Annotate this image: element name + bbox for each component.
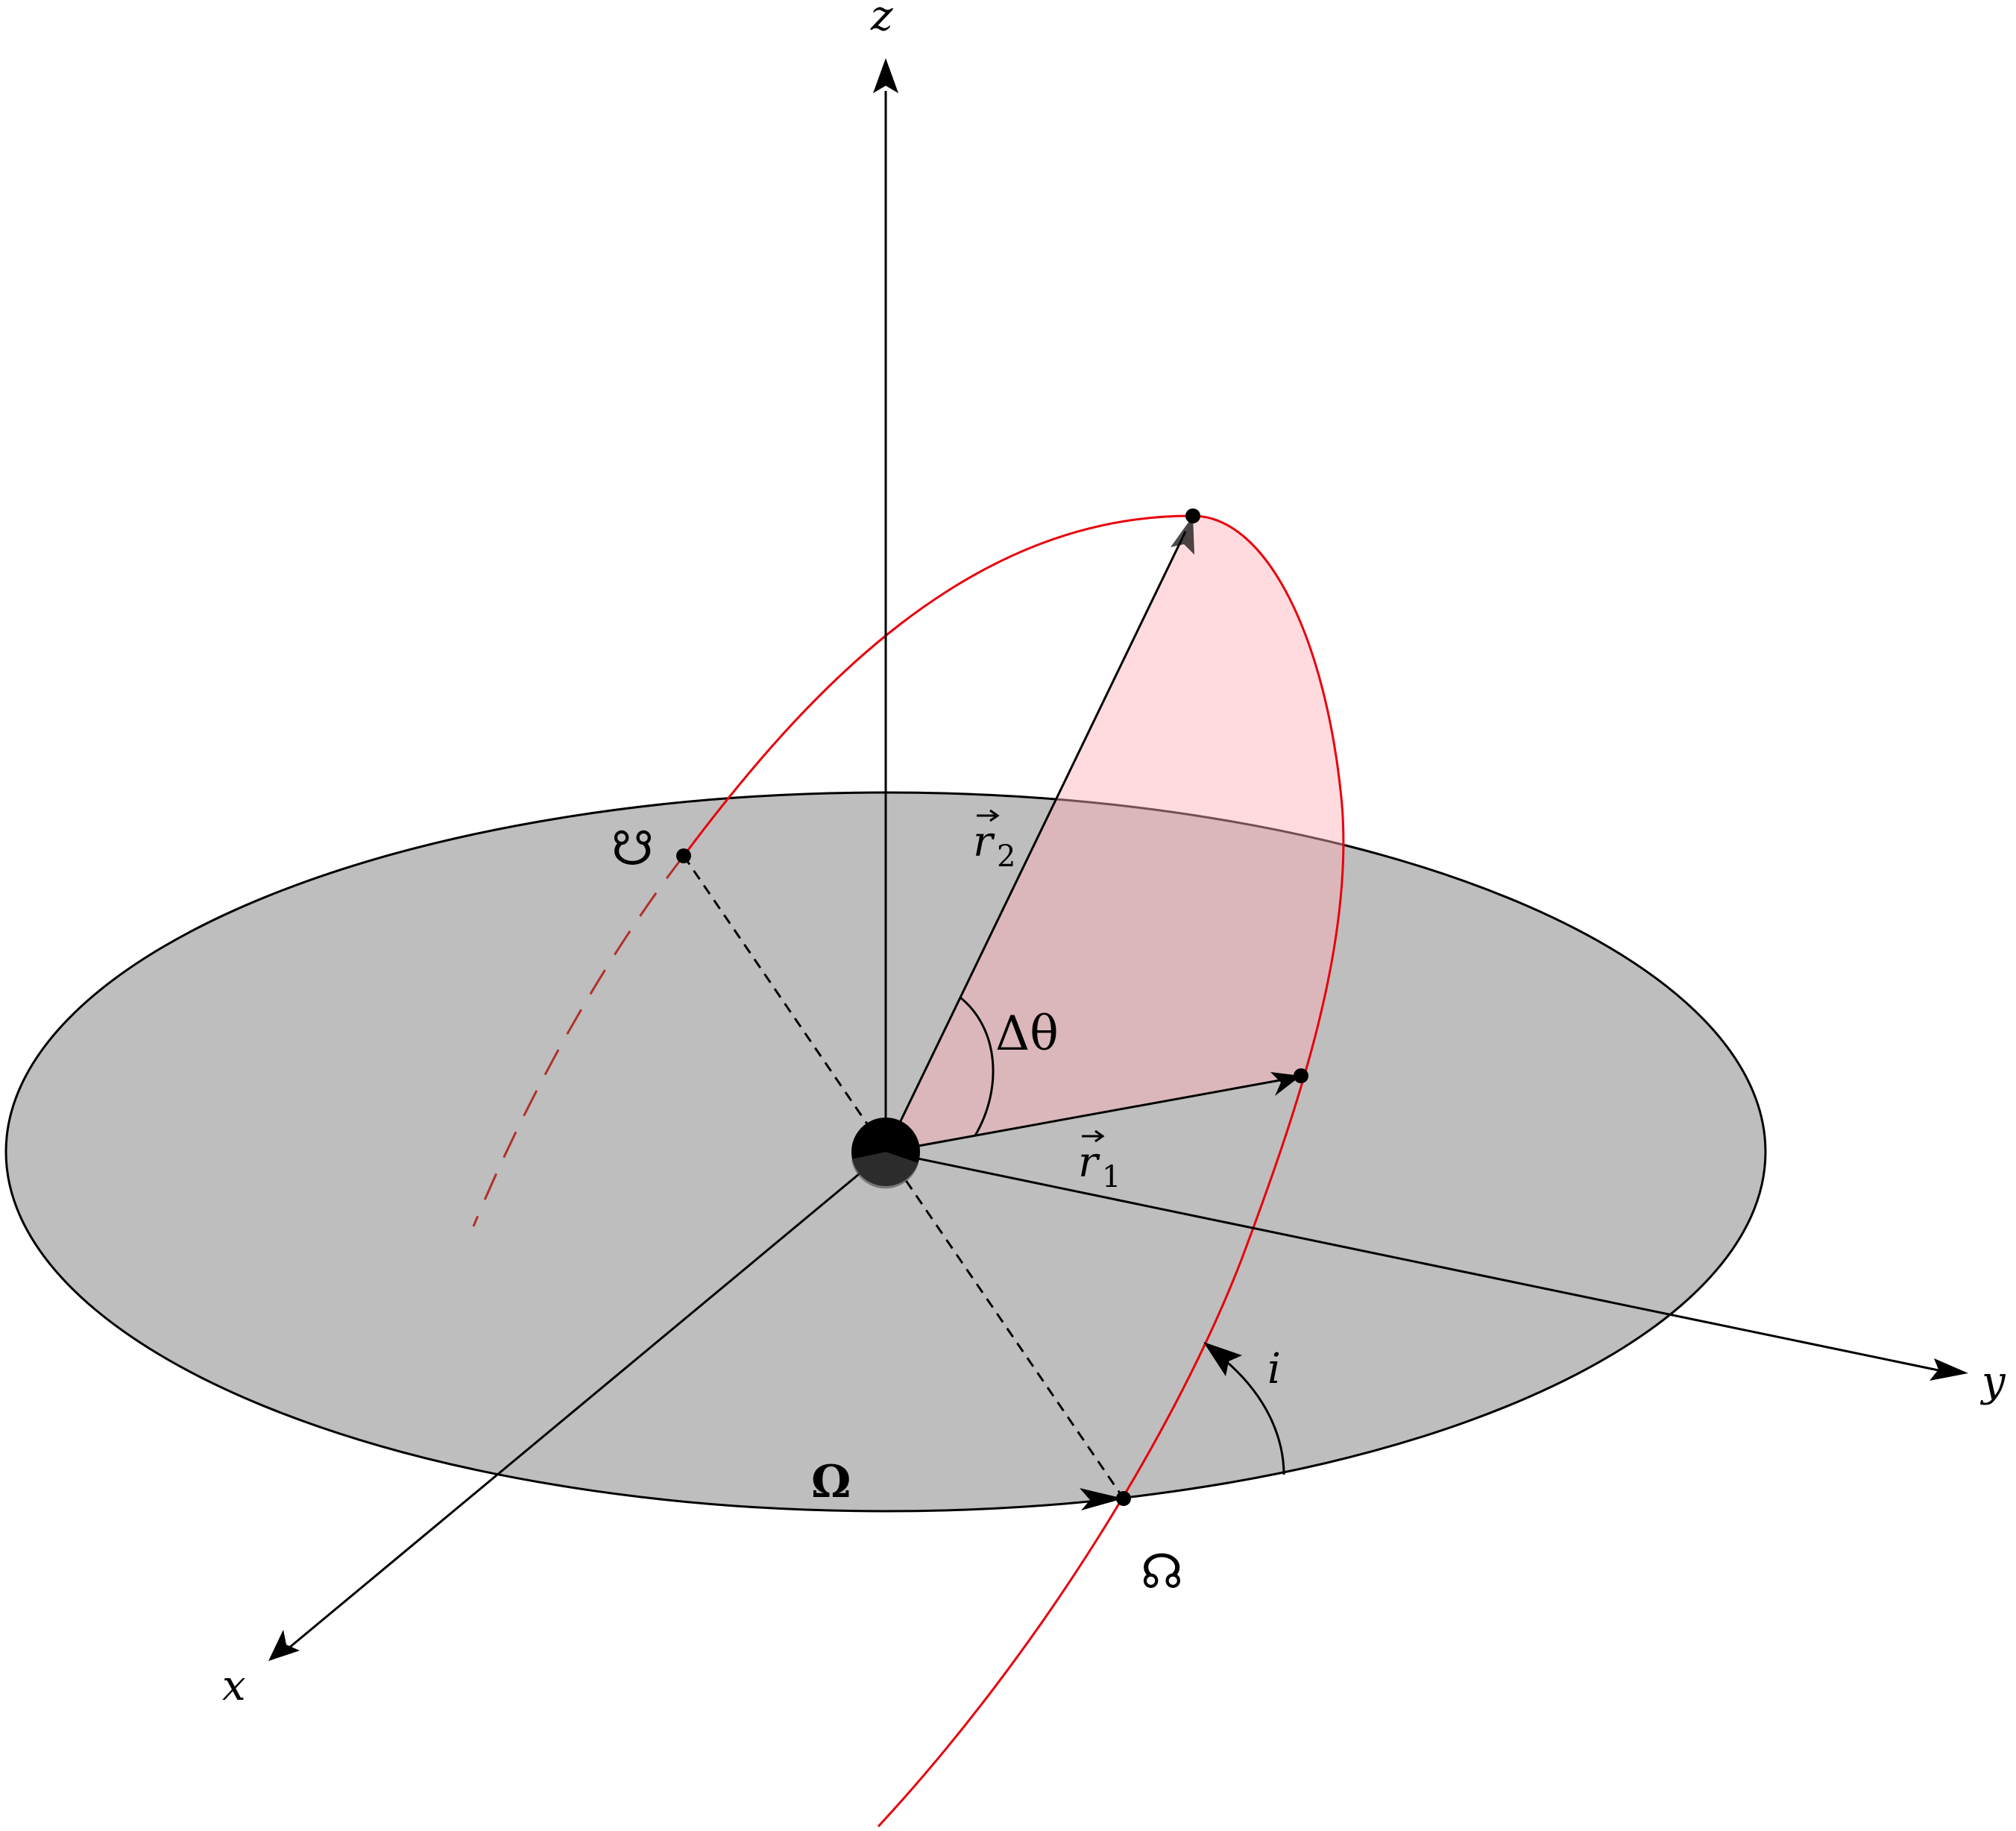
r2-label: r 2 bbox=[973, 809, 1015, 874]
r1-label: r 1 bbox=[1078, 1129, 1121, 1194]
y-axis-arrowhead bbox=[1930, 1358, 1968, 1381]
inclination-arc bbox=[1222, 1357, 1285, 1475]
line-of-nodes bbox=[682, 855, 1125, 1499]
r1-tip-point bbox=[1294, 1068, 1308, 1083]
y-axis bbox=[885, 1150, 1939, 1372]
r1-arrowhead bbox=[1270, 1072, 1301, 1096]
svg-text:r: r bbox=[973, 818, 995, 866]
r2-vector-arrow-mark bbox=[977, 809, 1000, 822]
svg-text:r: r bbox=[1078, 1138, 1100, 1187]
raan-label: Ω bbox=[811, 1456, 851, 1508]
swept-sector bbox=[887, 516, 1344, 1150]
z-axis-arrowhead bbox=[873, 58, 898, 93]
r2-arrowhead bbox=[1171, 516, 1194, 555]
central-body-shadow bbox=[851, 1152, 919, 1189]
svg-text:2: 2 bbox=[997, 839, 1015, 874]
orbit-hidden-segment bbox=[472, 855, 685, 1227]
inclination-arrowhead bbox=[1203, 1342, 1242, 1376]
r1-vector bbox=[885, 1078, 1285, 1153]
delta-theta-label: Δθ bbox=[995, 1006, 1059, 1062]
ascending-node-label: ☊ bbox=[1141, 1545, 1183, 1600]
descending-node-label: ☋ bbox=[611, 822, 654, 877]
r2-tip-point bbox=[1185, 508, 1200, 523]
descending-node-point bbox=[676, 848, 691, 863]
raan-arrowhead bbox=[1080, 1488, 1124, 1510]
r2-vector bbox=[884, 531, 1187, 1153]
ascending-node-point bbox=[1116, 1491, 1131, 1506]
x-axis-label: x bbox=[222, 1662, 246, 1710]
orbit-curve bbox=[682, 514, 1345, 1828]
x-axis bbox=[289, 1150, 886, 1649]
delta-theta-arc bbox=[960, 996, 995, 1136]
svg-text:1: 1 bbox=[1102, 1160, 1121, 1194]
y-axis-label: y bbox=[1979, 1358, 2006, 1406]
r1-vector-arrow-mark bbox=[1082, 1129, 1105, 1143]
inclination-label: i bbox=[1267, 1345, 1281, 1393]
z-axis-label: z bbox=[870, 0, 893, 40]
x-axis-arrowhead bbox=[268, 1630, 300, 1661]
